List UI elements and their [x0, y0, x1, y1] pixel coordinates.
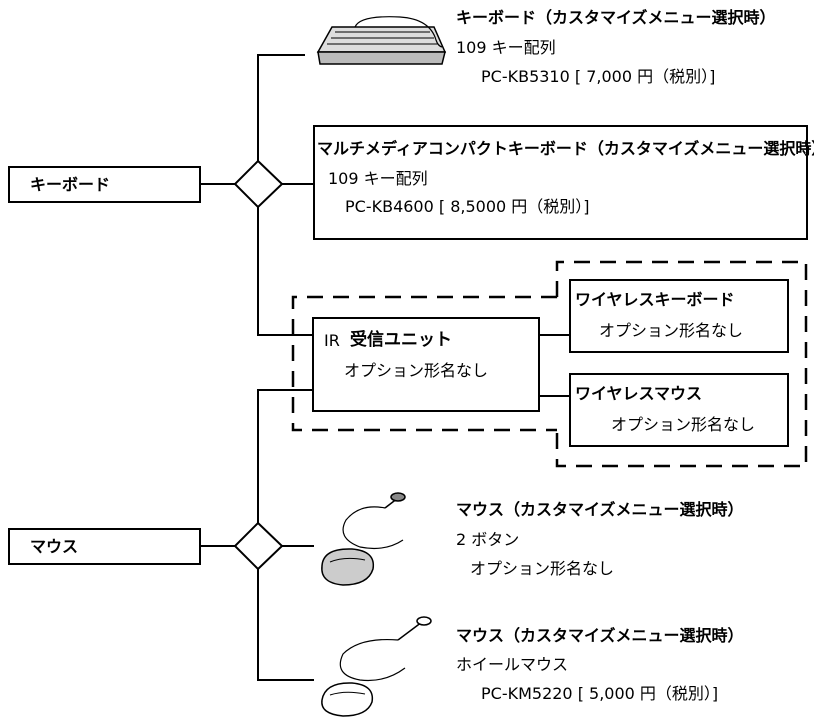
wireless-keyboard-box: ワイヤレスキーボード オプション形名なし [569, 279, 789, 353]
wireless-mouse-box: ワイヤレスマウス オプション形名なし [569, 373, 789, 447]
junction-to-keyboard-line [257, 54, 305, 161]
keyboard-item-title: キーボード（カスタマイズメニュー選択時） [456, 8, 776, 27]
compact-keyboard-layout: 109 キー配列 [328, 169, 428, 188]
ir-unit-option: オプション形名なし [344, 361, 489, 380]
compact-keyboard-box: マルチメディアコンパクトキーボード（カスタマイズメニュー選択時） 109 キー配… [313, 125, 814, 240]
keyboard-category-label: キーボード [30, 175, 111, 194]
wireless-group-dashed-border [555, 260, 808, 468]
mouse-item-buttons: 2 ボタン [456, 530, 520, 549]
wireless-mouse-title: ワイヤレスマウス [575, 384, 703, 403]
keyboard-connectors [200, 54, 314, 336]
junction-to-wheel-mouse-line [257, 569, 314, 681]
wireless-mouse-option: オプション形名なし [611, 415, 756, 434]
mouse-category-box: マウス [8, 528, 201, 565]
mouse-item-title: マウス（カスタマイズメニュー選択時） [456, 500, 744, 519]
keyboard-icon [316, 16, 447, 65]
keyboard-item-layout: 109 キー配列 [456, 38, 556, 57]
wheel-mouse-title: マウス（カスタマイズメニュー選択時） [456, 626, 744, 645]
wireless-connectors [539, 334, 570, 397]
ir-unit-prefix: IR [324, 331, 340, 350]
keyboard-category-box: キーボード [8, 166, 201, 203]
ir-unit-title: 受信ユニット [350, 330, 452, 350]
junction-to-ir-line [257, 207, 313, 336]
wheel-mouse-type: ホイールマウス [456, 655, 569, 674]
mouse-item-option: オプション形名なし [470, 559, 615, 578]
compact-keyboard-title: マルチメディアコンパクトキーボード（カスタマイズメニュー選択時） [317, 139, 814, 158]
ir-group-dashed-border [291, 295, 557, 432]
mouse-category-label: マウス [30, 537, 79, 556]
junction-to-ir-from-mouse-line [257, 389, 313, 523]
mouse-icon [321, 492, 406, 586]
mouse-connectors [200, 389, 314, 681]
wireless-keyboard-title: ワイヤレスキーボード [575, 290, 735, 309]
wireless-keyboard-option: オプション形名なし [599, 321, 744, 340]
ir-unit-box: IR 受信ユニット オプション形名なし [312, 317, 540, 412]
keyboard-junction-diamond [233, 159, 284, 209]
wheel-mouse-icon [321, 616, 432, 717]
compact-keyboard-model-price: PC-KB4600 [ 8,5000 円（税別）] [345, 197, 590, 216]
mouse-junction-diamond [233, 521, 284, 571]
wheel-mouse-model-price: PC-KM5220 [ 5,000 円（税別）] [481, 684, 719, 703]
keyboard-item-model-price: PC-KB5310 [ 7,000 円（税別）] [481, 67, 716, 86]
